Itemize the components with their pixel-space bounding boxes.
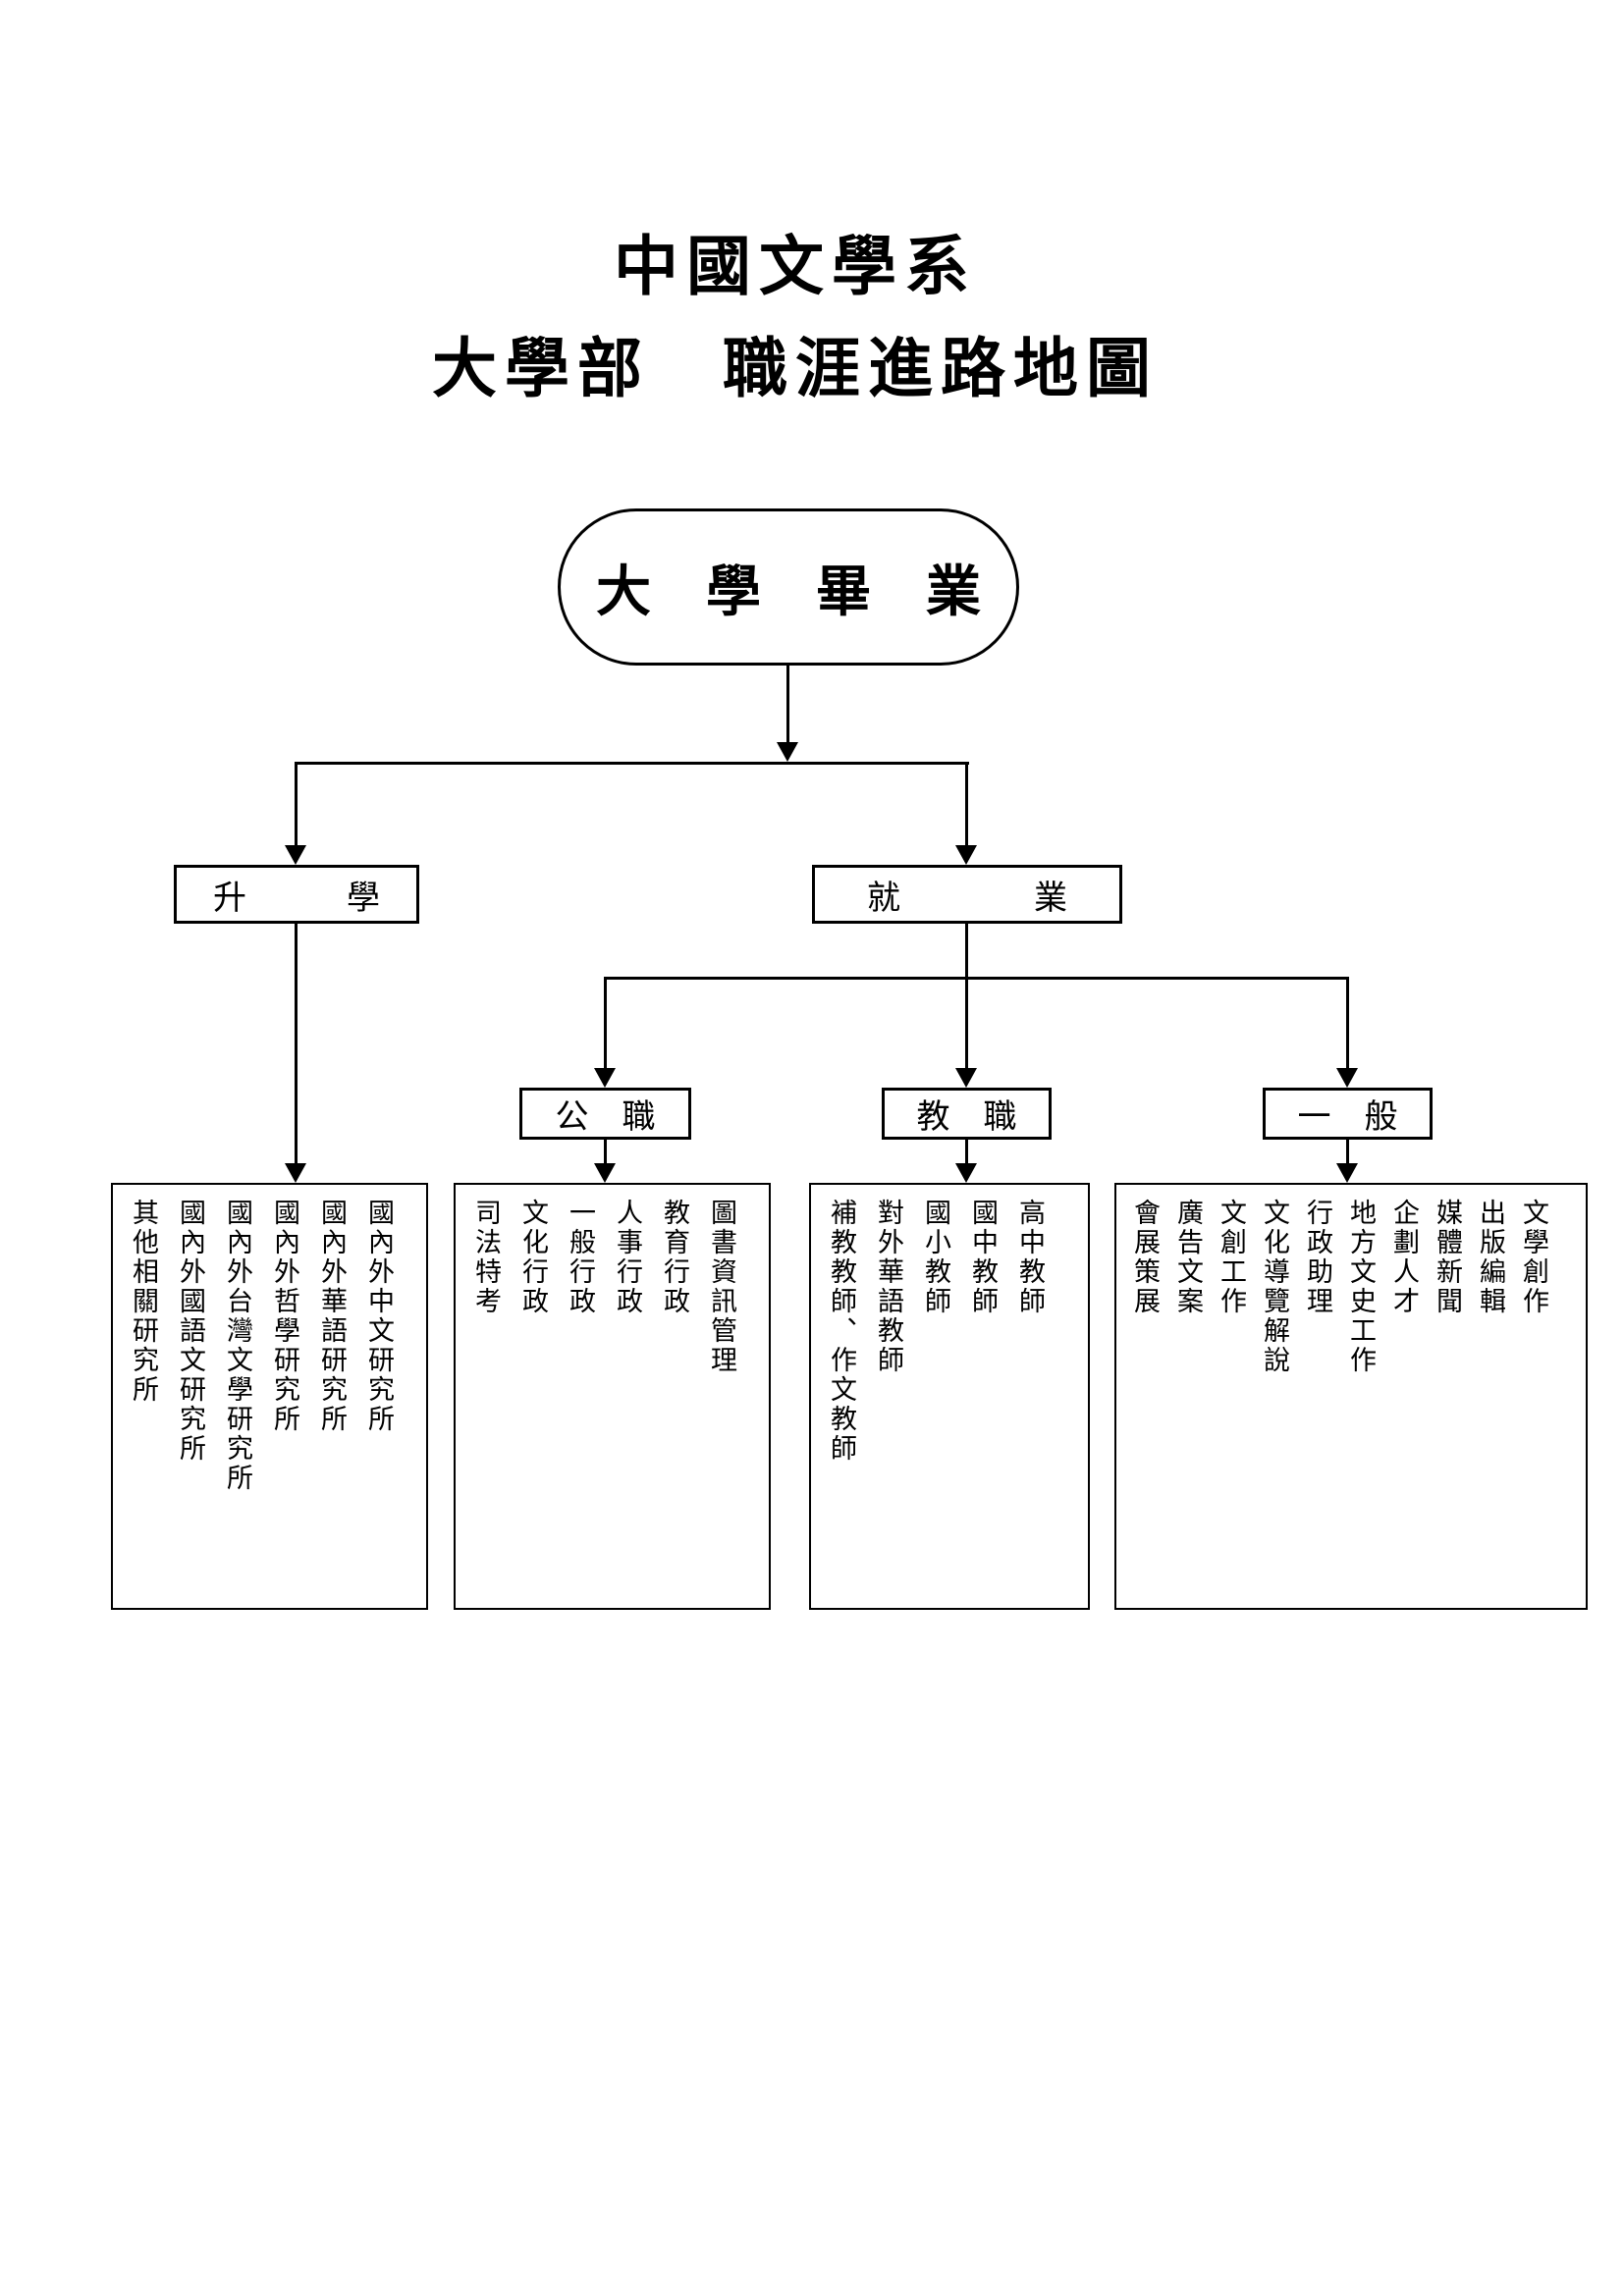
arrow-down-icon (955, 1068, 977, 1088)
public-service-items: 圖書資訊管理教育行政人事行政一般行政文化行政司法特考 (461, 1199, 744, 1598)
connector-line (786, 666, 789, 744)
career-item: 高中教師 (1014, 1199, 1045, 1316)
career-item: 其他相關研究所 (128, 1199, 158, 1405)
connector-line (604, 977, 607, 1070)
page-subtitle: 大學部 職涯進路地圖 (432, 330, 1159, 406)
arrow-down-icon (1336, 1163, 1358, 1183)
career-item: 國內外哲學研究所 (269, 1199, 299, 1434)
career-item: 廣告文案 (1172, 1199, 1203, 1316)
career-item: 國內外華語研究所 (316, 1199, 347, 1434)
career-item: 會展策展 (1129, 1199, 1160, 1316)
career-item: 國中教師 (967, 1199, 998, 1316)
list-teaching: 高中教師國中教師國小教師對外華語教師補教教師、作文教師 (809, 1183, 1090, 1610)
connector-line (295, 762, 298, 847)
connector-line (604, 1140, 607, 1165)
connector-line (965, 762, 968, 847)
arrow-down-icon (1336, 1068, 1358, 1088)
career-item: 行政助理 (1302, 1199, 1332, 1316)
node-general-label: 一 般 (1297, 1097, 1398, 1137)
career-item: 補教教師、作文教師 (826, 1199, 856, 1464)
node-employment: 就 業 (812, 865, 1122, 924)
general-items: 文學創作出版編輯媒體新聞企劃人才地方文史工作行政助理文化導覽解說文創工作廣告文案… (1122, 1199, 1554, 1598)
arrow-down-icon (594, 1068, 616, 1088)
arrow-down-icon (285, 1163, 306, 1183)
connector-line (295, 924, 298, 1165)
career-item: 媒體新聞 (1432, 1199, 1462, 1316)
career-item: 文創工作 (1216, 1199, 1246, 1316)
teaching-items: 高中教師國中教師國小教師對外華語教師補教教師、作文教師 (817, 1199, 1053, 1598)
career-item: 文學創作 (1518, 1199, 1548, 1316)
list-general: 文學創作出版編輯媒體新聞企劃人才地方文史工作行政助理文化導覽解說文創工作廣告文案… (1114, 1183, 1588, 1610)
career-item: 圖書資訊管理 (706, 1199, 736, 1375)
list-public-service: 圖書資訊管理教育行政人事行政一般行政文化行政司法特考 (454, 1183, 771, 1610)
career-item: 文化行政 (517, 1199, 548, 1316)
connector-line (965, 977, 968, 1070)
connector-line (1346, 1140, 1349, 1165)
arrow-down-icon (777, 742, 798, 762)
arrow-down-icon (285, 845, 306, 865)
further-study-items: 國內外中文研究所國內外華語研究所國內外哲學研究所國內外台灣文學研究所國內外國語文… (119, 1199, 402, 1598)
connector-line (604, 977, 1349, 980)
node-further-study: 升 學 (174, 865, 419, 924)
arrow-down-icon (955, 1163, 977, 1183)
career-item: 國小教師 (920, 1199, 950, 1316)
node-teaching: 教 職 (882, 1088, 1052, 1140)
connector-line (965, 1140, 968, 1165)
career-item: 國內外中文研究所 (363, 1199, 394, 1434)
career-item: 國內外國語文研究所 (175, 1199, 205, 1464)
node-university-graduation-label: 大 學 畢 業 (596, 559, 981, 624)
career-item: 文化導覽解說 (1259, 1199, 1289, 1375)
connector-line (295, 762, 969, 765)
node-university-graduation: 大 學 畢 業 (558, 508, 1019, 666)
node-public-service-label: 公 職 (555, 1097, 656, 1137)
career-item: 人事行政 (612, 1199, 642, 1316)
page-title: 中國文學系 (614, 228, 977, 304)
node-further-study-label: 升 學 (213, 878, 380, 918)
node-employment-label: 就 業 (867, 878, 1067, 918)
career-item: 地方文史工作 (1345, 1199, 1376, 1375)
arrow-down-icon (955, 845, 977, 865)
list-further-study: 國內外中文研究所國內外華語研究所國內外哲學研究所國內外台灣文學研究所國內外國語文… (111, 1183, 428, 1610)
career-item: 出版編輯 (1475, 1199, 1505, 1316)
node-public-service: 公 職 (519, 1088, 691, 1140)
connector-line (1346, 977, 1349, 1070)
connector-line (965, 924, 968, 979)
career-item: 對外華語教師 (873, 1199, 903, 1375)
node-general: 一 般 (1263, 1088, 1433, 1140)
node-teaching-label: 教 職 (916, 1097, 1017, 1137)
career-item: 司法特考 (470, 1199, 501, 1316)
career-item: 教育行政 (659, 1199, 689, 1316)
career-item: 國內外台灣文學研究所 (222, 1199, 252, 1493)
career-item: 一般行政 (565, 1199, 595, 1316)
arrow-down-icon (594, 1163, 616, 1183)
career-item: 企劃人才 (1388, 1199, 1419, 1316)
